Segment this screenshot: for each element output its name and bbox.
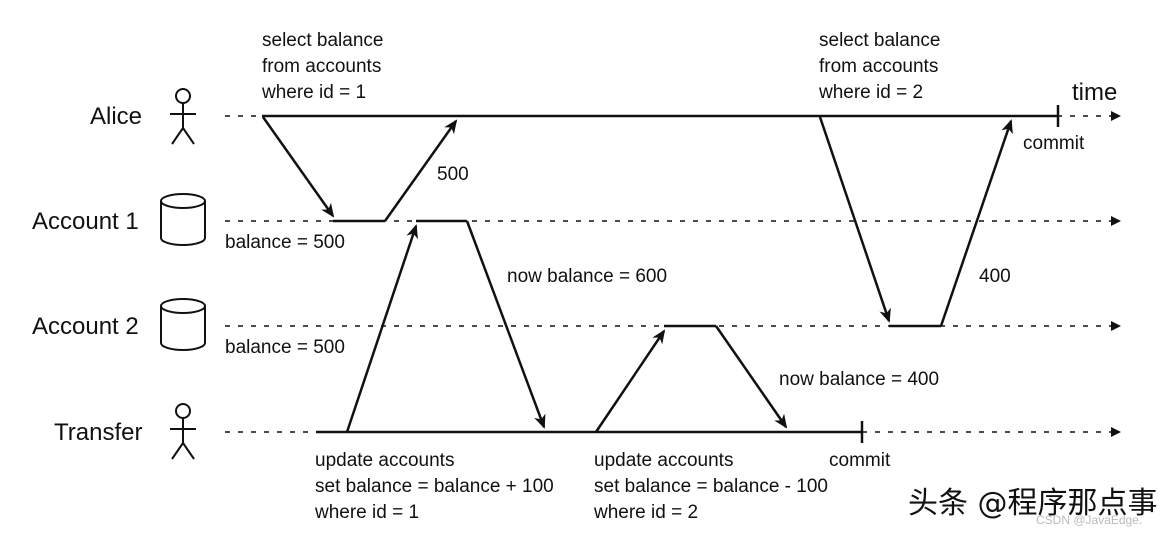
transfer-update-2-arrow [594,329,666,433]
svg-text:from accounts: from accounts [819,56,938,77]
svg-text:from accounts: from accounts [262,56,381,77]
alice-result-2-arrow [939,119,1013,327]
alice-result-1-arrow [383,119,458,222]
transfer-update-2-text: update accounts set balance = balance - … [593,450,828,523]
svg-text:where id = 1: where id = 1 [314,502,419,523]
transfer-update-1-arrow [345,224,418,433]
svg-text:select balance: select balance [262,30,383,51]
svg-text:select balance: select balance [819,30,940,51]
svg-text:where id = 2: where id = 2 [593,502,698,523]
alice-commit-label: commit [1023,133,1085,154]
transfer-commit-label: commit [829,450,891,471]
transfer-person-icon [170,403,196,460]
svg-text:where id = 1: where id = 1 [261,82,366,103]
time-axis-label: time [1072,79,1117,106]
account1-new-balance-label: now balance = 600 [507,266,667,287]
lane-label-transfer: Transfer [54,419,142,446]
svg-text:set balance = balance + 100: set balance = balance + 100 [315,476,554,497]
account1-database-icon [160,193,206,246]
watermark-subtext: CSDN @JavaEdge. [1036,513,1142,527]
watermark-text: 头条 @程序那点事 [908,486,1158,521]
alice-query-1-arrow [261,116,335,218]
alice-query-2-arrow [818,116,891,323]
transfer-update-1-text: update accounts set balance = balance + … [314,450,554,523]
alice-query-2-text: select balance from accounts where id = … [818,30,940,103]
account2-database-icon [160,298,206,351]
lane-label-alice: Alice [90,103,142,130]
lane-label-account2: Account 2 [32,313,139,340]
svg-text:update accounts: update accounts [315,450,454,471]
alice-person-icon [170,88,196,145]
lane-label-account1: Account 1 [32,208,139,235]
alice-query-1-text: select balance from accounts where id = … [261,30,383,103]
account2-new-balance-label: now balance = 400 [779,369,939,390]
transfer-ack-1-arrow [465,220,546,429]
svg-text:update accounts: update accounts [594,450,733,471]
svg-text:where id = 2: where id = 2 [818,82,923,103]
transfer-ack-2-arrow [714,325,788,429]
read-value-2: 400 [979,266,1011,287]
svg-text:set balance = balance - 100: set balance = balance - 100 [594,476,828,497]
read-value-1: 500 [437,164,469,185]
account1-balance-label: balance = 500 [225,232,345,253]
account2-balance-label: balance = 500 [225,337,345,358]
